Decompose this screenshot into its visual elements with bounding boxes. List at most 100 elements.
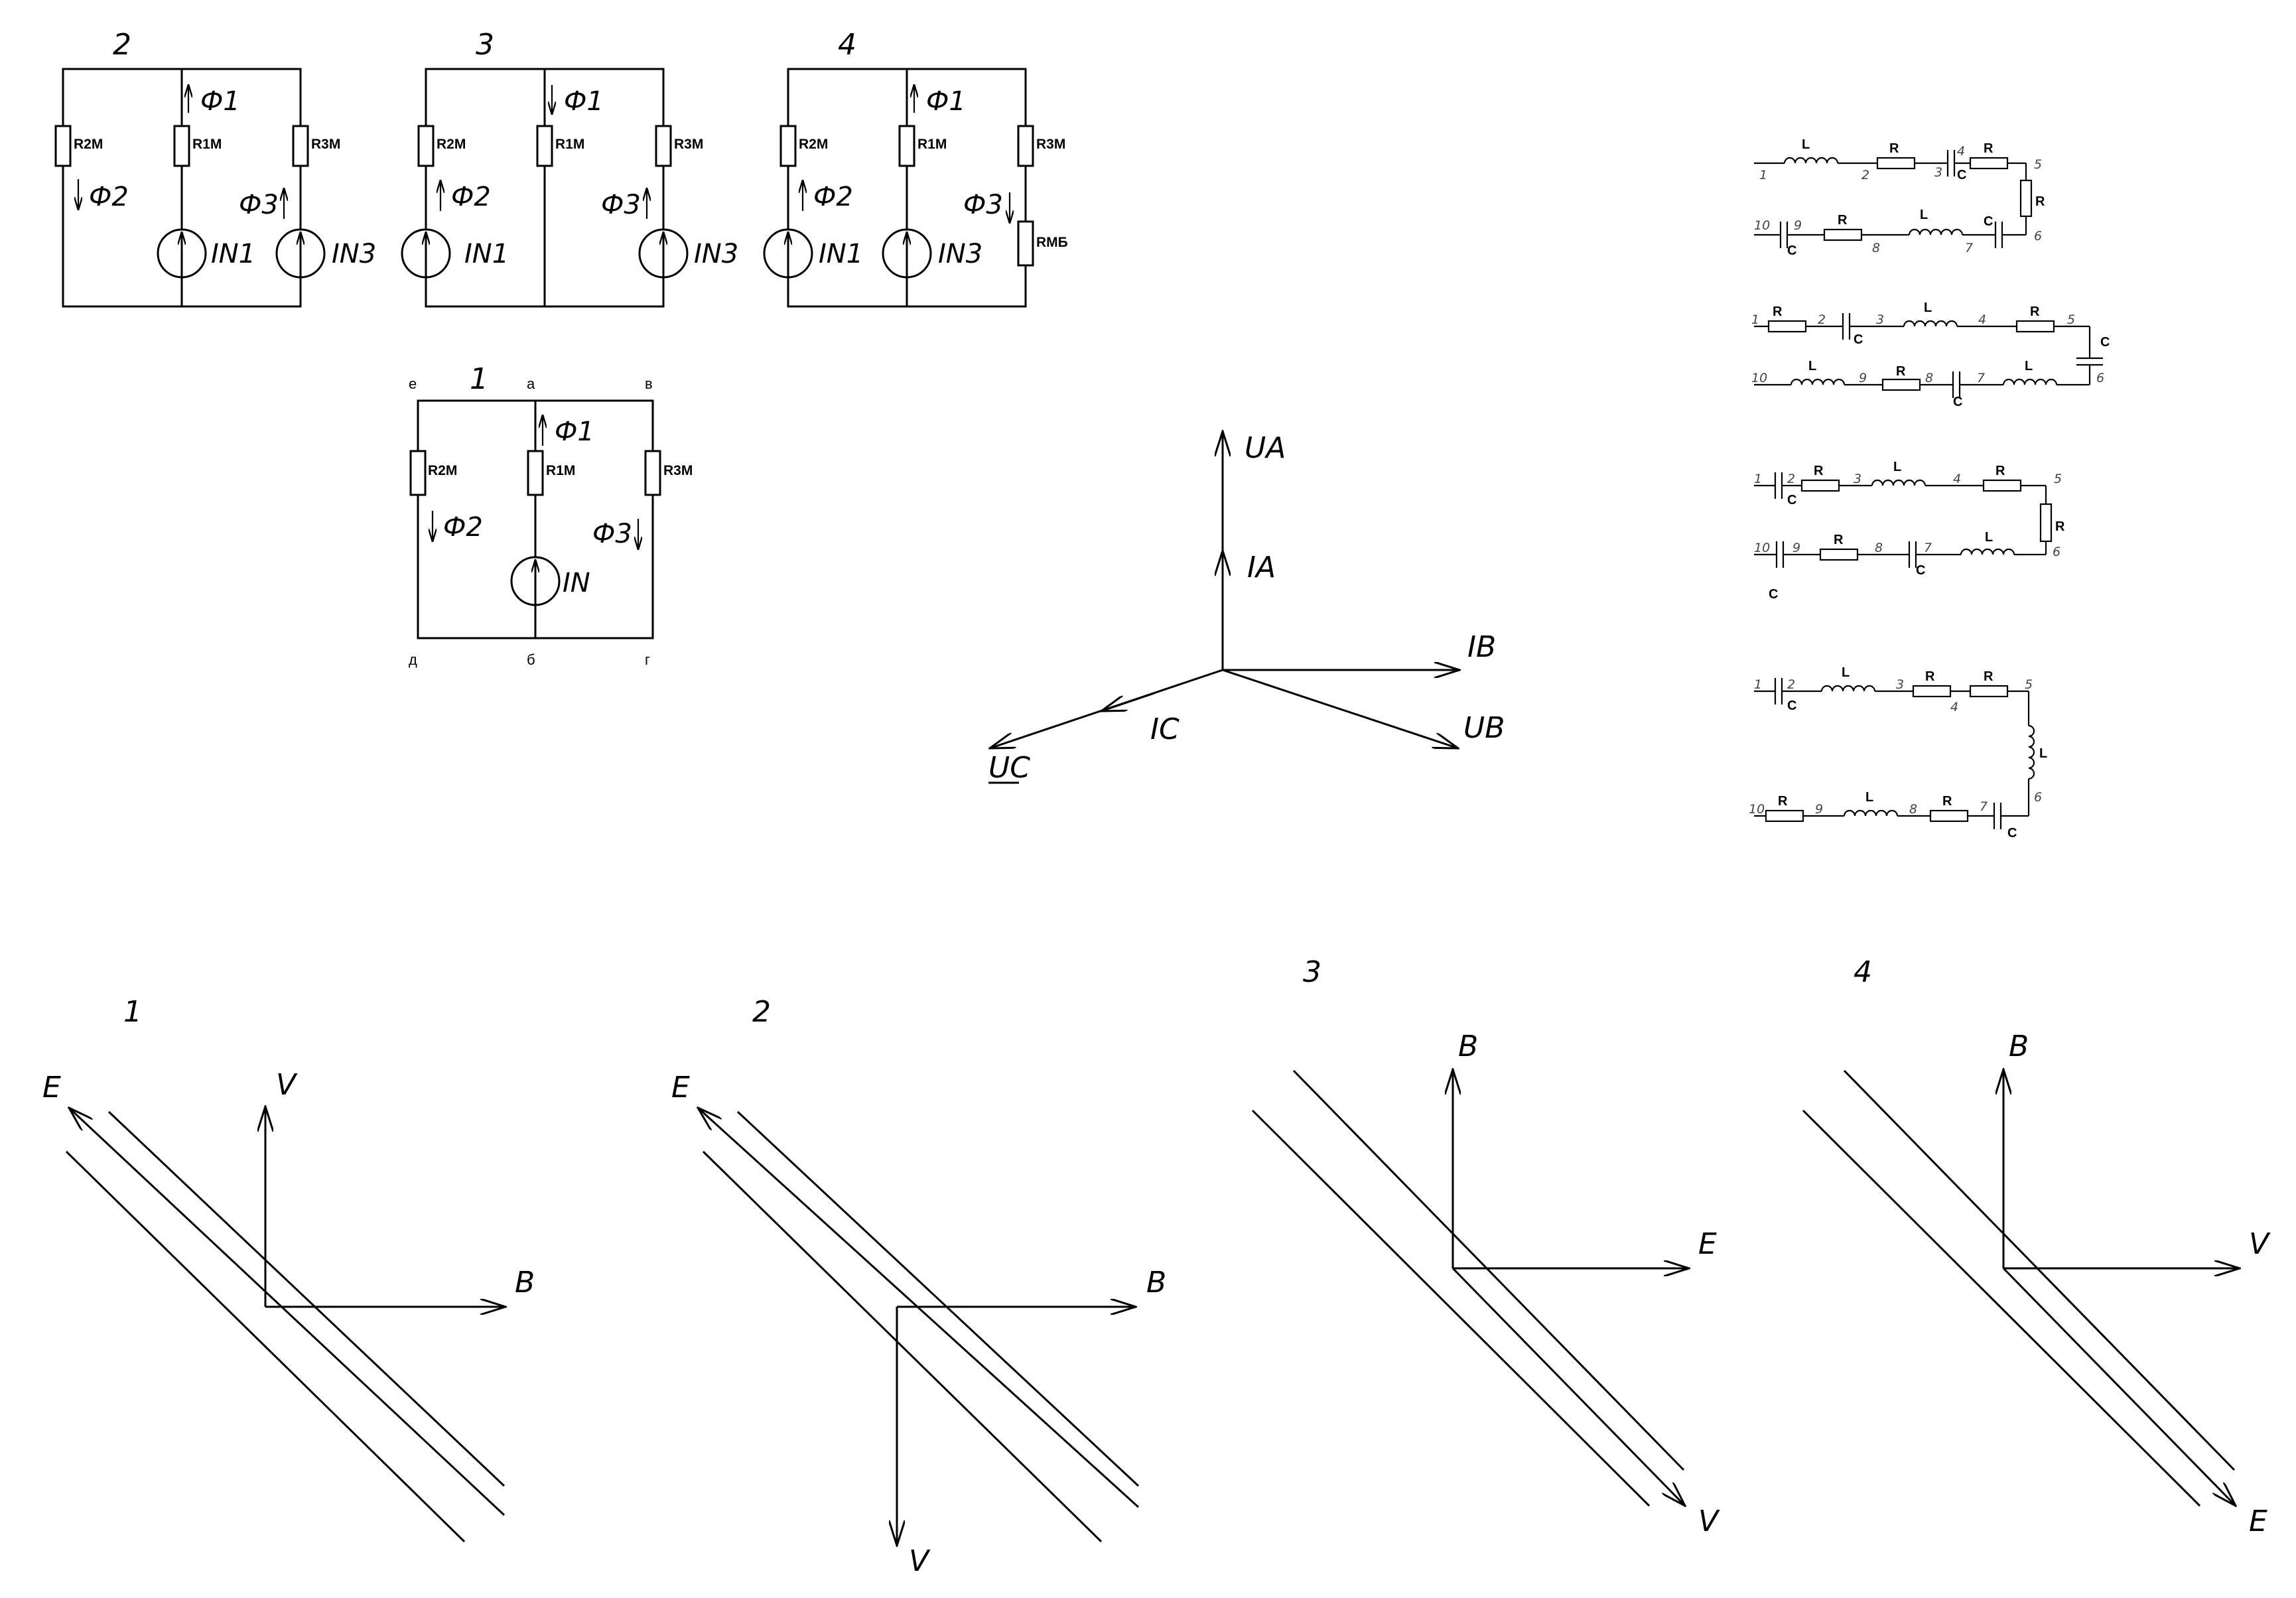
element-label: L — [1865, 790, 1873, 805]
node-label: в — [645, 375, 653, 392]
circuit-number: 2 — [113, 28, 131, 62]
resistor-label: R3M — [674, 137, 703, 152]
element-label: R — [1889, 141, 1899, 156]
node-number: 2 — [1818, 312, 1826, 327]
node-number: 4 — [1950, 700, 1958, 714]
resistor-label: R1M — [546, 463, 575, 478]
element-label: C — [1953, 395, 1962, 409]
series-chain-4: C L R R L C R L R 1 2 3 4 5 6 7 8 9 10 — [1749, 665, 2047, 840]
element-label: L — [1842, 665, 1850, 680]
source-label: IN3 — [694, 239, 738, 269]
resistor — [1876, 157, 1916, 170]
stray-label: С — [1769, 587, 1778, 602]
node-label: е — [409, 375, 417, 392]
v-vector-line — [1452, 1267, 1685, 1506]
resistor-r1m — [536, 125, 553, 167]
resistor — [1969, 685, 2009, 698]
axis-label: B — [1146, 1266, 1166, 1299]
resistor-label: R3M — [311, 137, 340, 152]
node-number: 6 — [2096, 371, 2104, 385]
circuit-number: 3 — [476, 28, 494, 62]
magnetic-circuit-3: 3 R2M R1M R3M Ф1 Ф2 Ф3 IN1 IN3 — [401, 28, 738, 308]
flux-label: Ф3 — [239, 190, 279, 220]
node-number: 6 — [2053, 545, 2060, 559]
inductor — [1871, 479, 1926, 486]
axis-label: E — [2249, 1504, 2267, 1538]
resistor-label: RМБ — [1036, 235, 1068, 250]
node-label: а — [527, 375, 535, 392]
inductor — [2028, 724, 2035, 780]
resistor-r1m — [898, 125, 915, 167]
series-chain-1: L R C R R C L R C 1 2 3 4 5 6 7 8 9 10 — [1754, 137, 2045, 258]
element-label: R — [1984, 669, 1993, 684]
element-label: L — [1924, 300, 1932, 315]
node-number: 1 — [1759, 168, 1767, 182]
node-label: д — [409, 651, 417, 668]
flux-label: Ф3 — [963, 190, 1003, 220]
element-label: R — [1942, 794, 1952, 809]
node-number: 2 — [1787, 472, 1795, 486]
inductor — [1960, 548, 2015, 555]
phasor-label: IB — [1467, 630, 1496, 664]
diagram-number: 4 — [1854, 955, 1872, 989]
axis-label: E — [1698, 1227, 1717, 1261]
resistor-label: R2M — [799, 137, 828, 152]
resistor-r1m — [173, 125, 190, 167]
element-label: C — [1787, 493, 1796, 507]
node-number: 10 — [1754, 541, 1770, 555]
e-vector-line — [69, 1108, 506, 1516]
resistor-r2m — [779, 125, 797, 167]
element-label: R — [2030, 304, 2040, 319]
phasor-label: UB — [1463, 711, 1505, 745]
phasor-label: UA — [1245, 431, 1286, 465]
resistor — [1881, 378, 1921, 391]
node-number: 7 — [1977, 371, 1985, 385]
source-label: IN1 — [464, 239, 509, 269]
e-vector-line — [2002, 1267, 2236, 1506]
element-label: L — [1802, 137, 1810, 152]
diagram-number: 3 — [1303, 955, 1321, 989]
node-number: 10 — [1751, 371, 1767, 385]
diagram-number: 2 — [752, 995, 771, 1029]
parallel-line — [736, 1110, 1140, 1487]
parallel-line — [1251, 1109, 1651, 1507]
axis-label: B — [515, 1266, 535, 1299]
node-number: 3 — [1896, 677, 1904, 692]
node-number: 10 — [1754, 218, 1770, 233]
axis-label: B — [2009, 1030, 2029, 1063]
element-label: R — [1838, 213, 1848, 228]
element-label: R — [1814, 464, 1824, 478]
resistor-r3m — [655, 125, 672, 167]
element-label: R — [1925, 669, 1935, 684]
inductor — [2002, 378, 2058, 385]
element-label: C — [1957, 168, 1966, 182]
resistor-r2m — [417, 125, 435, 167]
axis-label: V — [909, 1544, 931, 1578]
phasor-ub — [1222, 669, 1458, 748]
resistor-r2m — [409, 450, 427, 496]
resistor-r1m — [527, 450, 544, 496]
node-number: 7 — [1980, 799, 1988, 814]
resistor-label: R3M — [1036, 137, 1065, 152]
parallel-line — [107, 1110, 506, 1487]
axis-label: V — [1698, 1504, 1720, 1538]
resistor — [2039, 503, 2053, 543]
flux-label: Ф2 — [443, 512, 483, 543]
resistor — [1912, 685, 1952, 698]
node-number: 8 — [1909, 802, 1917, 817]
node-number: 4 — [1953, 472, 1961, 486]
node-number: 3 — [1934, 165, 1942, 180]
element-label: C — [1787, 699, 1796, 713]
element-label: C — [1916, 563, 1925, 578]
flux-label: Ф1 — [200, 86, 240, 117]
resistor — [1929, 809, 1969, 823]
inductor — [1820, 685, 1876, 692]
node-number: 5 — [2025, 677, 2033, 692]
resistor — [1765, 809, 1804, 823]
element-label: R — [1995, 464, 2005, 478]
node-number: 9 — [1815, 802, 1823, 817]
magnetic-circuit-2: 2 R2M R1M R3M Ф1 Ф2 Ф3 IN1 IN3 — [54, 28, 376, 308]
node-number: 1 — [1754, 677, 1762, 692]
node-number: 10 — [1749, 802, 1765, 817]
